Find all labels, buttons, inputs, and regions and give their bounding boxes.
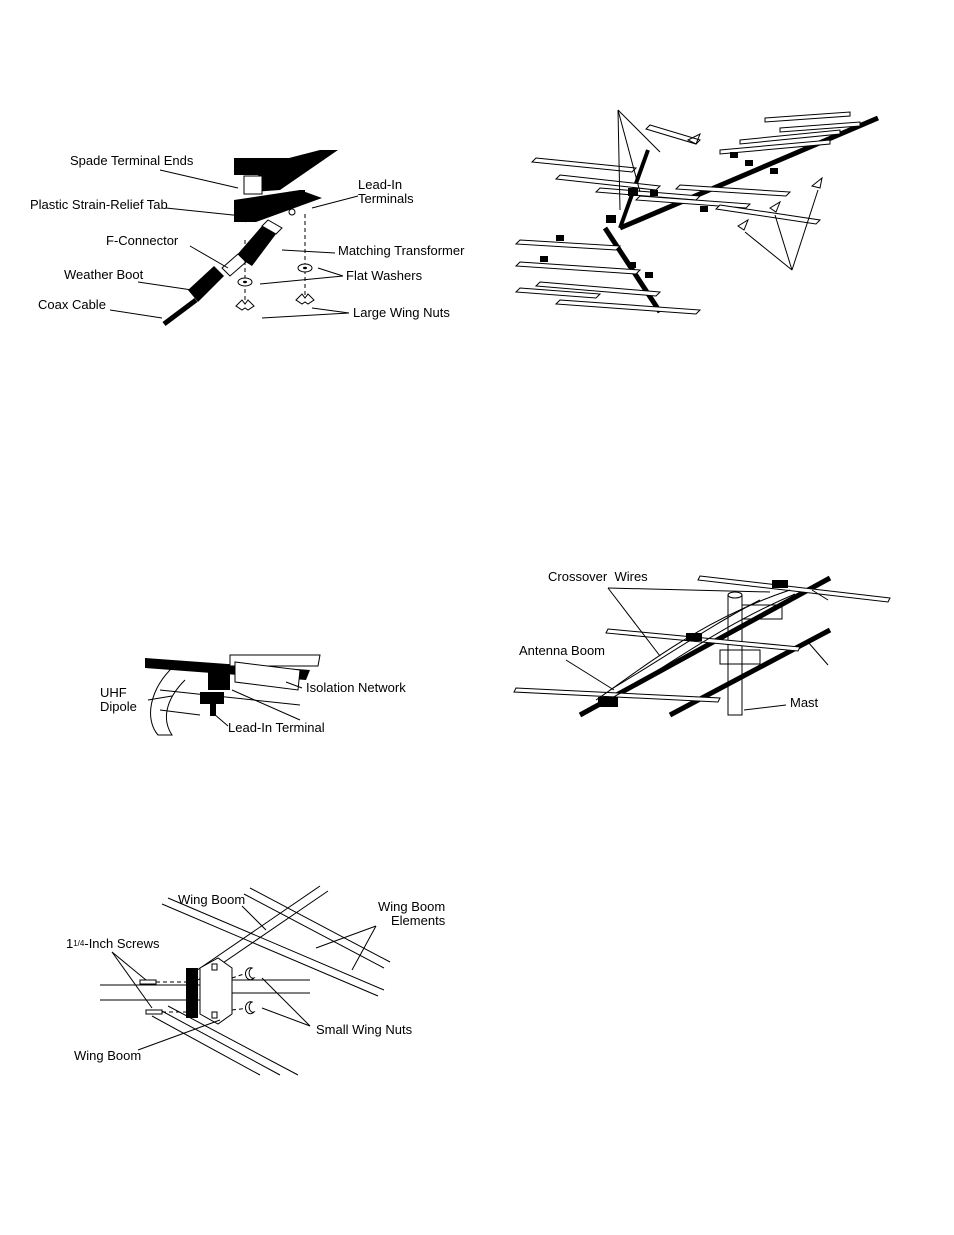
label-isolation-network: Isolation Network [306,680,406,695]
label-spade-terminal-ends: Spade Terminal Ends [70,153,194,168]
label-mast: Mast [790,695,819,710]
fig2-antenna-assembly-diagram [514,109,879,315]
label-f-connector: F-Connector [106,233,179,248]
label-plastic-strain-relief-tab: Plastic Strain-Relief Tab [30,197,168,212]
label-large-wing-nuts: Large Wing Nuts [353,305,450,320]
screws-suffix: -Inch Screws [84,936,160,951]
label-flat-washers: Flat Washers [346,268,423,283]
screws-fraction: 1/4 [73,939,85,948]
fig3-uhf-dipole-diagram [145,654,321,736]
fig1-matching-transformer-diagram [109,150,359,327]
label-wing-boom-top: Wing Boom [178,892,246,907]
fig5-wing-boom-diagram [100,885,391,1076]
label-weather-boot: Weather Boot [64,267,144,282]
label-lead-in-terminal: Lead-In Terminal [228,720,325,735]
label-matching-transformer: Matching Transformer [338,243,465,258]
label-uhf-dipole: UHF Dipole [100,685,137,714]
screws-whole: 1 [66,936,74,951]
label-crossover-wires: Crossover Wires [548,569,648,584]
label-antenna-boom: Antenna Boom [519,643,606,658]
label-lead-in-terminals: Lead-In Terminals [358,177,414,206]
fig4-crossover-wires-diagram [513,575,891,718]
label-small-wing-nuts: Small Wing Nuts [316,1022,413,1037]
label-coax-cable: Coax Cable [38,297,106,312]
label-wing-boom-elements: Wing Boom Elements [378,899,446,928]
label-inch-screws: 11/4-Inch Screws [66,937,160,951]
label-wing-boom-bottom: Wing Boom [74,1048,142,1063]
